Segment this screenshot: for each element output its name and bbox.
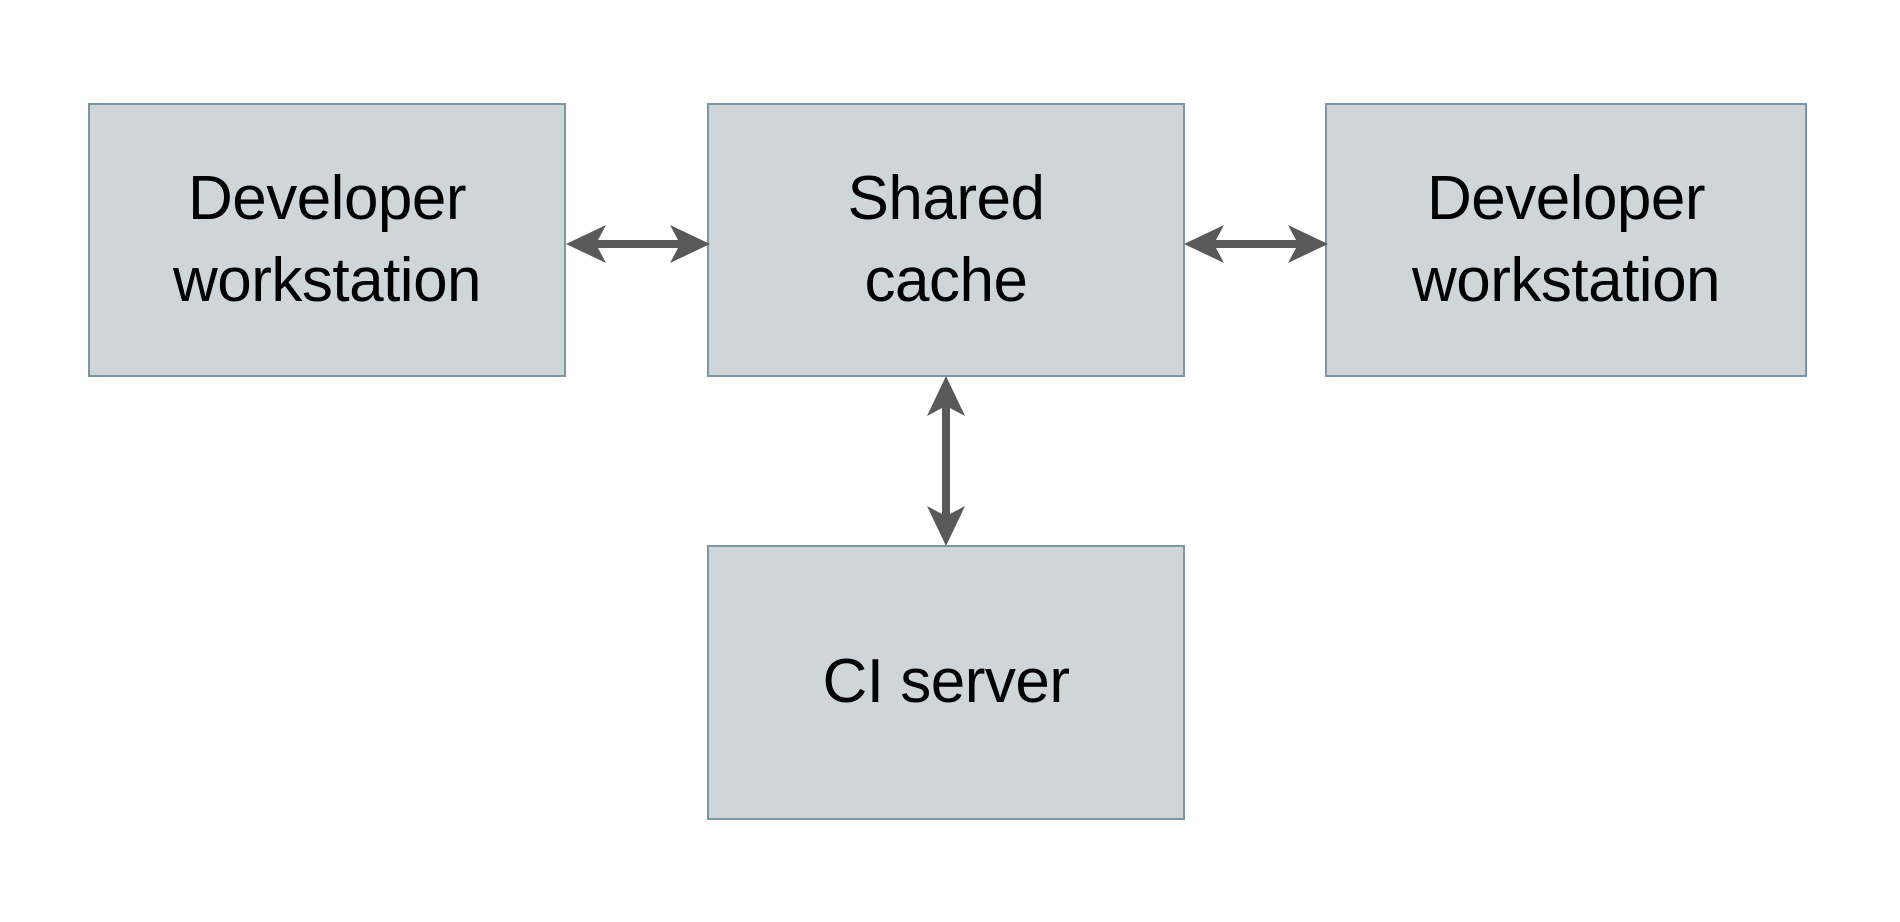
node-label: CI server <box>822 647 1070 717</box>
edge-developer-left-to-shared-cache <box>566 225 710 263</box>
node-label: Developer workstation <box>172 163 482 315</box>
node-label: Shared cache <box>847 163 1045 315</box>
node-label: Developer workstation <box>1411 163 1721 315</box>
edge-shared-cache-to-ci-server <box>927 376 965 546</box>
node-ci-server[interactable]: CI server <box>707 545 1185 820</box>
edge-shared-cache-to-developer-right <box>1184 225 1328 263</box>
node-shared-cache[interactable]: Shared cache <box>707 103 1185 377</box>
node-developer-workstation-right[interactable]: Developer workstation <box>1325 103 1807 377</box>
node-developer-workstation-left[interactable]: Developer workstation <box>88 103 566 377</box>
